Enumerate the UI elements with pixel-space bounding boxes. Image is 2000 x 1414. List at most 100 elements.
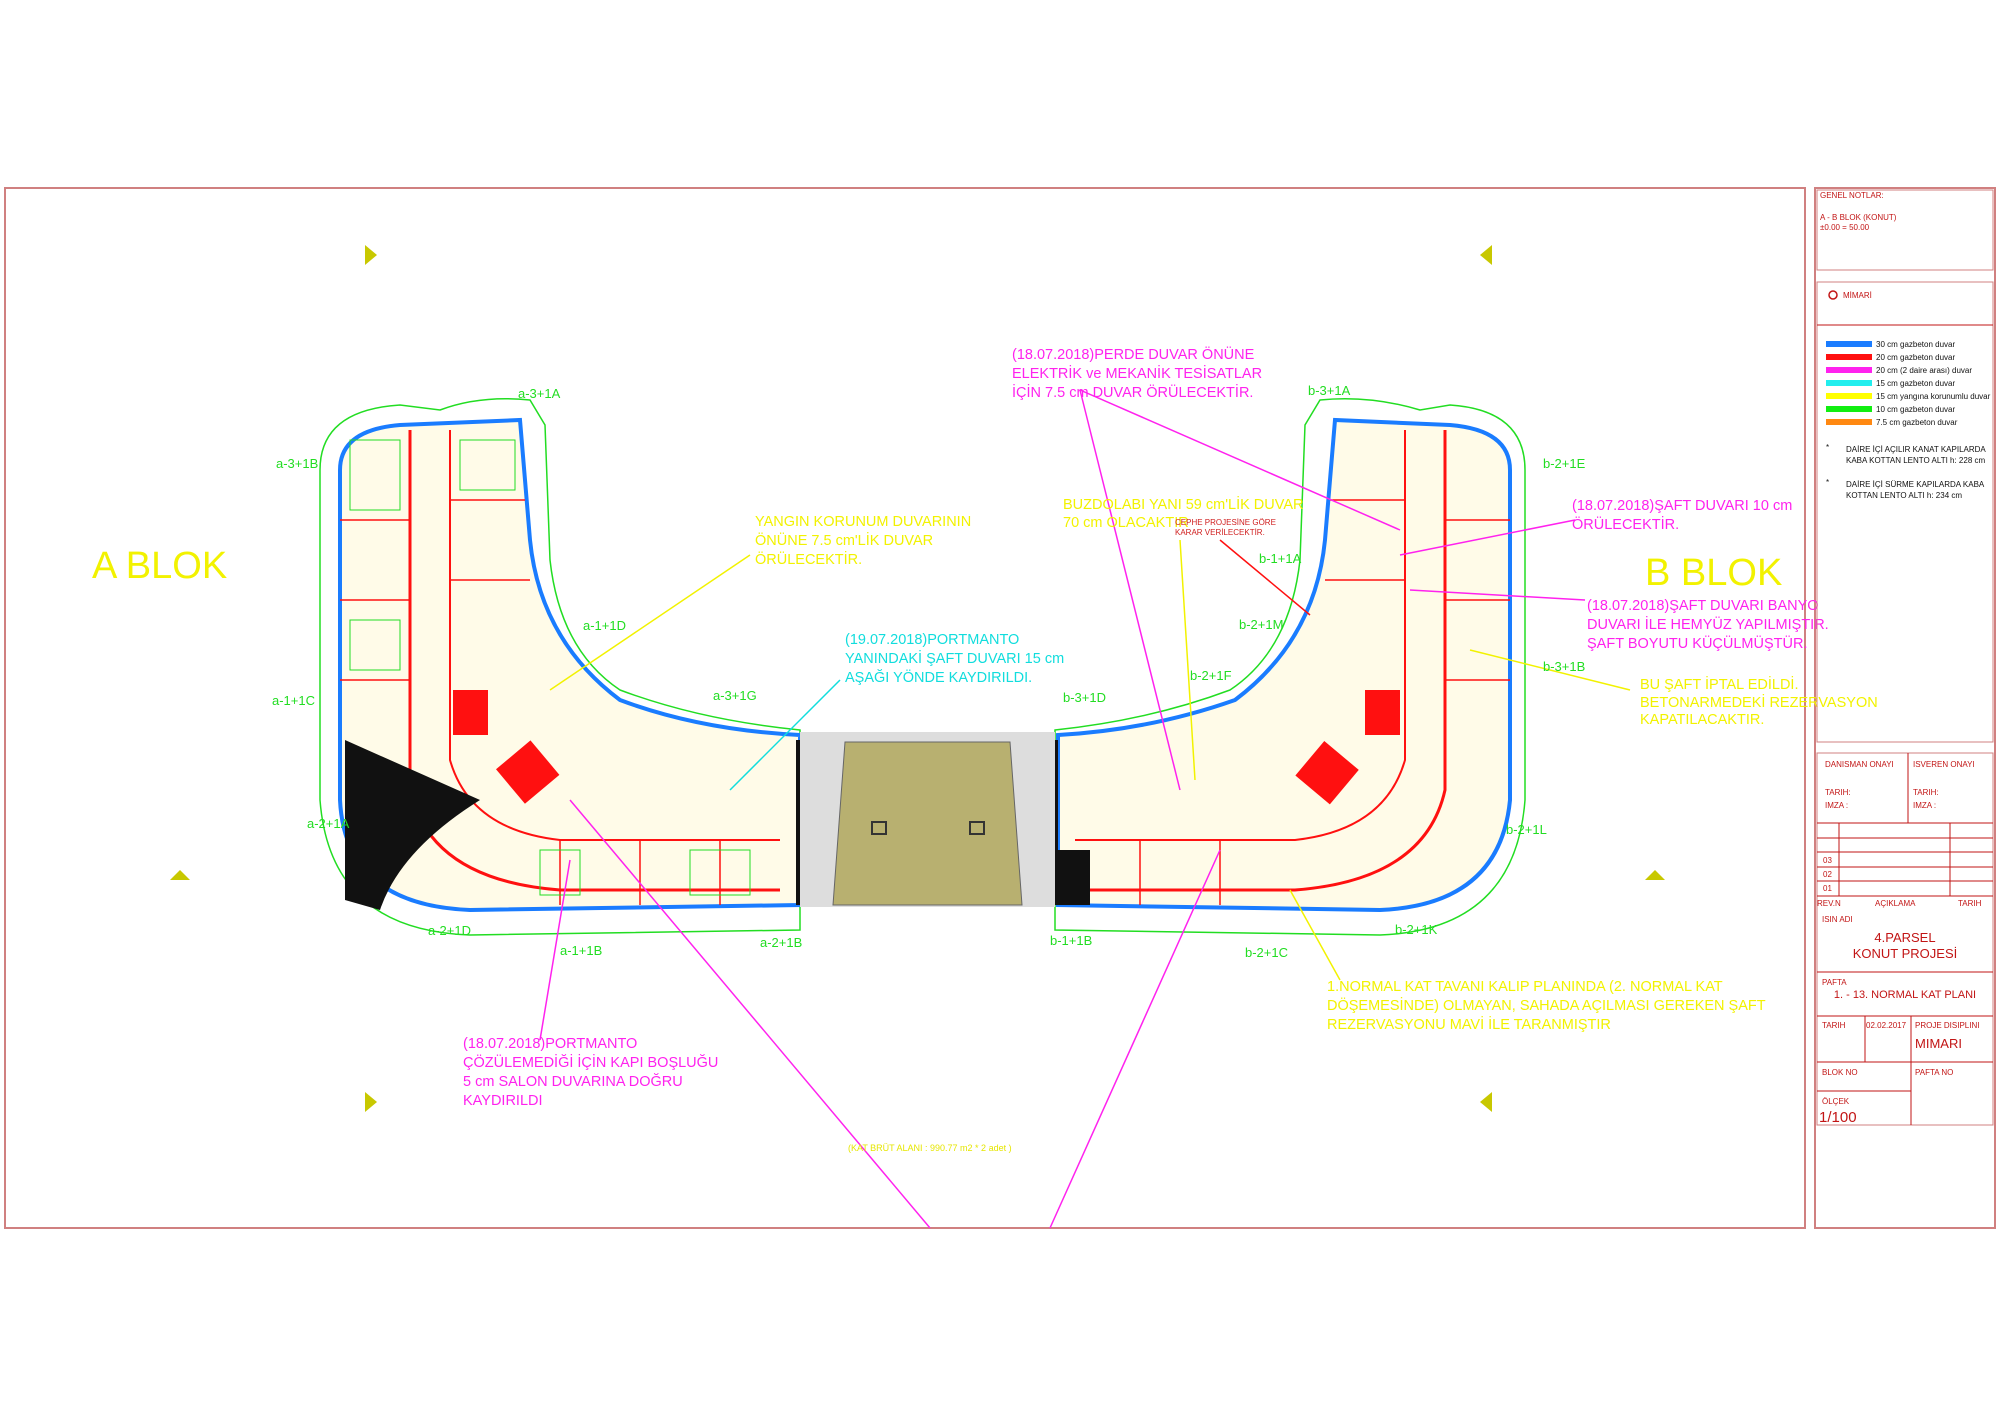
annotation-perde: (18.07.2018)PERDE DUVAR ÖNÜNE ELEKTRİK v…: [1012, 345, 1262, 401]
svg-text:IMZA :: IMZA :: [1913, 801, 1936, 810]
svg-text:BUZDOLABI YANI 59 cm'LİK DUVAR: BUZDOLABI YANI 59 cm'LİK DUVAR: [1063, 495, 1303, 513]
unit-label: a-2+1A: [307, 816, 350, 831]
svg-text:03: 03: [1823, 856, 1832, 865]
svg-text:(18.07.2018)ŞAFT DUVARI BANYO: (18.07.2018)ŞAFT DUVARI BANYO: [1587, 598, 1819, 614]
svg-text:ŞAFT BOYUTU KÜÇÜLMÜŞTÜR.: ŞAFT BOYUTU KÜÇÜLMÜŞTÜR.: [1587, 634, 1807, 652]
section-markers: [170, 245, 1665, 1112]
scale: 1/100: [1819, 1109, 1857, 1126]
annotation-cephe: CEPHE PROJESİNE GÖRE KARAR VERİLECEKTİR.: [1175, 518, 1276, 537]
kot-value: ±0.00 = 50.00: [1820, 223, 1870, 232]
note: DAİRE İÇİ AÇILIR KANAT KAPILARDA: [1846, 445, 1986, 454]
svg-text:70 cm OLACAKTIR: 70 cm OLACAKTIR: [1063, 515, 1189, 531]
annotation-yangin: YANGIN KORUNUM DUVARININ ÖNÜNE 7.5 cm'Lİ…: [755, 514, 971, 568]
svg-text:(18.07.2018)PERDE DUVAR ÖNÜNE: (18.07.2018)PERDE DUVAR ÖNÜNE: [1012, 345, 1255, 363]
mimari-head: MİMARİ: [1843, 291, 1872, 300]
unit-label: a-1+1D: [583, 618, 626, 633]
annotation-normal-kat: 1.NORMAL KAT TAVANI KALIP PLANINDA (2. N…: [1327, 979, 1766, 1033]
leader-lines: [539, 389, 1631, 1229]
svg-text:30 cm gazbeton duvar: 30 cm gazbeton duvar: [1876, 340, 1955, 349]
svg-text:(19.07.2018)PORTMANTO: (19.07.2018)PORTMANTO: [845, 632, 1019, 648]
svg-text:10 cm gazbeton duvar: 10 cm gazbeton duvar: [1876, 405, 1955, 414]
svg-text:1.NORMAL KAT TAVANI KALIP PLAN: 1.NORMAL KAT TAVANI KALIP PLANINDA (2. N…: [1327, 979, 1723, 995]
svg-text:15 cm yangına korunumlu duvar: 15 cm yangına korunumlu duvar: [1876, 392, 1991, 401]
svg-text:20 cm (2 daire arası) duvar: 20 cm (2 daire arası) duvar: [1876, 366, 1972, 375]
unit-label: b-2+1L: [1506, 822, 1547, 837]
title-block: GENEL NOTLAR: A - B BLOK (KONUT) ±0.00 =…: [1816, 189, 1994, 1126]
svg-text:ELEKTRİK ve MEKANİK TESİSATLAR: ELEKTRİK ve MEKANİK TESİSATLAR: [1012, 364, 1262, 382]
unit-labels: a-3+1A a-3+1B a-1+1D a-1+1C a-3+1G a-2+1…: [272, 383, 1586, 960]
unit-label: a-2+1D: [428, 923, 471, 938]
project-name: KONUT PROJESİ: [1853, 946, 1958, 961]
svg-text:DUVARI İLE HEMYÜZ YAPILMIŞTIR.: DUVARI İLE HEMYÜZ YAPILMIŞTIR.: [1587, 615, 1829, 633]
unit-label: a-3+1A: [518, 386, 561, 401]
svg-text:AÇIKLAMA: AÇIKLAMA: [1875, 899, 1916, 908]
svg-text:AŞAĞI YÖNDE KAYDIRILDI.: AŞAĞI YÖNDE KAYDIRILDI.: [845, 668, 1032, 686]
svg-text:İÇİN 7.5 cm DUVAR ÖRÜLECEKTİR: İÇİN 7.5 cm DUVAR ÖRÜLECEKTİR.: [1012, 383, 1253, 401]
svg-text:ÖRÜLECEKTİR.: ÖRÜLECEKTİR.: [755, 550, 862, 568]
svg-text:(18.07.2018)PORTMANTO: (18.07.2018)PORTMANTO: [463, 1036, 637, 1052]
svg-text:02: 02: [1823, 870, 1832, 879]
annotation-saft-iptal: BU ŞAFT İPTAL EDİLDİ. BETONARMEDEKİ REZE…: [1640, 675, 1878, 728]
wall-legend: 30 cm gazbeton duvar 20 cm gazbeton duva…: [1826, 340, 1991, 427]
danisman-onayi: DANISMAN ONAYI: [1825, 760, 1894, 769]
svg-text:PAFTA NO: PAFTA NO: [1915, 1068, 1953, 1077]
svg-text:15 cm gazbeton duvar: 15 cm gazbeton duvar: [1876, 379, 1955, 388]
central-courtyard: [800, 732, 1055, 907]
svg-text:20 cm gazbeton duvar: 20 cm gazbeton duvar: [1876, 353, 1955, 362]
svg-text:CEPHE PROJESİNE GÖRE: CEPHE PROJESİNE GÖRE: [1175, 518, 1276, 527]
svg-text:DÖŞEMESİNDE) OLMAYAN, SAHADA A: DÖŞEMESİNDE) OLMAYAN, SAHADA AÇILMASI GE…: [1327, 996, 1766, 1014]
svg-text:*: *: [1826, 478, 1829, 487]
svg-text:KAYDIRILDI: KAYDIRILDI: [463, 1093, 543, 1109]
unit-label: b-2+1K: [1395, 922, 1438, 937]
svg-text:ÇÖZÜLEMEDİĞİ İÇİN KAPI BOŞLUĞU: ÇÖZÜLEMEDİĞİ İÇİN KAPI BOŞLUĞU: [463, 1053, 718, 1071]
discipline: MIMARI: [1915, 1036, 1962, 1051]
note: KOTTAN LENTO ALTI h: 234 cm: [1846, 491, 1962, 500]
drawing-frame: [4, 187, 1806, 1229]
b-blok-title: B BLOK: [1645, 552, 1782, 594]
svg-text:5 cm SALON DUVARINA DOĞRU: 5 cm SALON DUVARINA DOĞRU: [463, 1073, 683, 1090]
annotation-buzdolabi: BUZDOLABI YANI 59 cm'LİK DUVAR 70 cm OLA…: [1063, 495, 1303, 531]
svg-text:7.5 cm gazbeton duvar: 7.5 cm gazbeton duvar: [1876, 418, 1958, 427]
unit-label: a-1+1C: [272, 693, 315, 708]
note: KABA KOTTAN LENTO ALTI h: 228 cm: [1846, 456, 1985, 465]
unit-label: b-3+1D: [1063, 690, 1106, 705]
svg-text:YANINDAKİ ŞAFT DUVARI 15 cm: YANINDAKİ ŞAFT DUVARI 15 cm: [845, 649, 1064, 667]
annotation-saft-10: (18.07.2018)ŞAFT DUVARI 10 cm ÖRÜLECEKTİ…: [1572, 498, 1792, 533]
svg-text:ÖLÇEK: ÖLÇEK: [1822, 1097, 1850, 1106]
title-block-frame: [1814, 187, 1996, 1229]
note: DAİRE İÇİ SÜRME KAPILARDA KABA: [1846, 480, 1985, 489]
annotation-saft-banyo: (18.07.2018)ŞAFT DUVARI BANYO DUVARI İLE…: [1587, 598, 1829, 652]
unit-label: b-3+1B: [1543, 659, 1585, 674]
unit-label: a-2+1B: [760, 935, 802, 950]
unit-label: a-1+1B: [560, 943, 602, 958]
svg-text:TARIH:: TARIH:: [1825, 788, 1851, 797]
svg-text:TARIH: TARIH: [1958, 899, 1982, 908]
svg-text:IMZA :: IMZA :: [1825, 801, 1848, 810]
svg-text:REZERVASYONU MAVİ İLE TARANMIŞ: REZERVASYONU MAVİ İLE TARANMIŞTIR: [1327, 1015, 1611, 1033]
brut-alan-note: (KAT BRÜT ALANI : 990.77 m2 * 2 adet ): [848, 1143, 1012, 1153]
blok-title: A - B BLOK (KONUT): [1820, 213, 1897, 222]
svg-text:ÖNÜNE 7.5 cm'LİK DUVAR: ÖNÜNE 7.5 cm'LİK DUVAR: [755, 531, 933, 549]
svg-text:BETONARMEDEKİ REZERVASYON: BETONARMEDEKİ REZERVASYON: [1640, 693, 1878, 711]
svg-text:YANGIN KORUNUM DUVARININ: YANGIN KORUNUM DUVARININ: [755, 514, 971, 530]
svg-text:TARIH: TARIH: [1822, 1021, 1846, 1030]
svg-text:KARAR VERİLECEKTİR.: KARAR VERİLECEKTİR.: [1175, 528, 1265, 537]
b-blok-plan: [1010, 398, 1526, 936]
unit-label: b-2+1M: [1239, 617, 1283, 632]
project-name: 4.PARSEL: [1874, 930, 1935, 945]
svg-text:PROJE DISIPLINI: PROJE DISIPLINI: [1915, 1021, 1979, 1030]
a-blok-plan: [319, 398, 858, 936]
unit-label: b-1+1B: [1050, 933, 1092, 948]
sheet-name: 1. - 13. NORMAL KAT PLANI: [1834, 989, 1976, 1001]
unit-label: b-2+1C: [1245, 945, 1288, 960]
svg-text:*: *: [1826, 443, 1829, 452]
annotation-portmanto-19: (19.07.2018)PORTMANTO YANINDAKİ ŞAFT DUV…: [845, 632, 1064, 686]
svg-text:PAFTA: PAFTA: [1822, 978, 1847, 987]
svg-text:ISIN ADI: ISIN ADI: [1822, 915, 1853, 924]
annotation-portmanto-18: (18.07.2018)PORTMANTO ÇÖZÜLEMEDİĞİ İÇİN …: [463, 1036, 718, 1109]
a-blok-title: A BLOK: [92, 545, 227, 587]
svg-text:TARIH:: TARIH:: [1913, 788, 1939, 797]
unit-label: b-2+1E: [1543, 456, 1586, 471]
genel-notlar-label: GENEL NOTLAR:: [1820, 191, 1884, 200]
